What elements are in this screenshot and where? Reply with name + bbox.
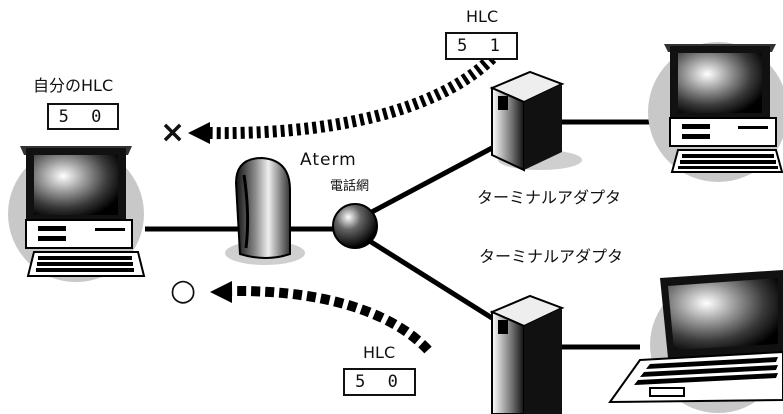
- terminal-adapter-2-icon: [489, 294, 565, 414]
- adapter-1-hlc-value-box: 5 1: [445, 32, 518, 60]
- terminal-adapter-1-icon: [489, 70, 582, 172]
- rejected-x-icon: ×: [160, 115, 186, 150]
- remote-pc-icon: [648, 42, 783, 182]
- own-hlc-label: 自分のHLC: [33, 76, 114, 95]
- adapter-2-hlc-value-box: 5 0: [343, 368, 416, 396]
- own-hlc-value-box: 5 0: [47, 103, 119, 130]
- accepted-circle-icon: ○: [170, 273, 197, 308]
- adapter-2-label: ターミナルアダプタ: [479, 247, 624, 266]
- rejected-connection-arrow: [188, 53, 497, 144]
- adapter-1-label: ターミナルアダプタ: [477, 188, 622, 207]
- remote-laptop-icon: [608, 270, 783, 413]
- own-pc-icon: [8, 146, 146, 282]
- line-network-adapter2: [366, 237, 494, 321]
- accepted-connection-arrow: [210, 281, 432, 354]
- adapter-1-hlc-label: HLC: [466, 7, 499, 26]
- network-label: 電話網: [330, 179, 370, 194]
- aterm-label: Aterm: [300, 150, 357, 170]
- network-node-icon: [332, 203, 378, 249]
- connection-lines: [145, 119, 680, 350]
- adapter-2-hlc-label: HLC: [363, 343, 396, 362]
- aterm-router-icon: [225, 156, 305, 265]
- line-network-adapter1: [366, 145, 494, 217]
